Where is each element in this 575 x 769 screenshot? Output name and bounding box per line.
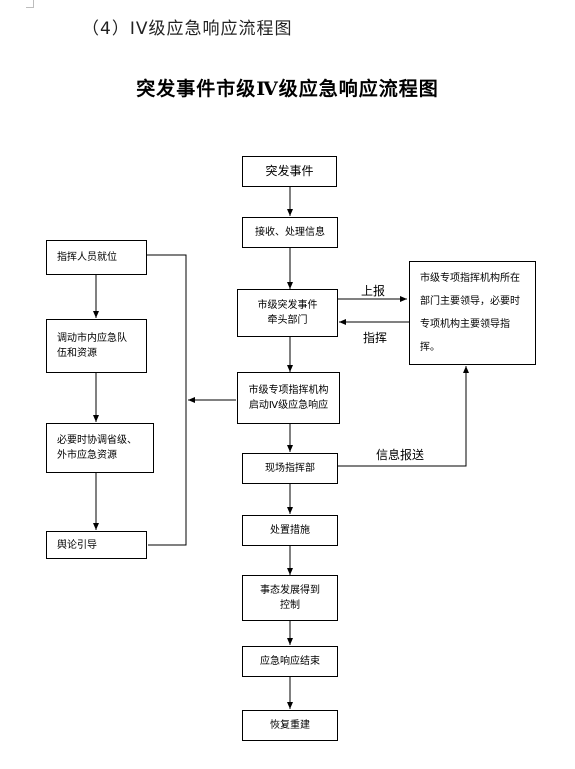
box-response-end: 应急响应结束 <box>242 646 338 677</box>
box-command-leadership: 市级专项指挥机构所在部门主要领导，必要时专项机构主要领导指挥。 <box>409 261 536 365</box>
box-controlled: 事态发展得到 控制 <box>242 575 338 621</box>
box-emergency-event: 突发事件 <box>242 156 337 187</box>
box-measures: 处置措施 <box>242 515 338 546</box>
box-command-launch: 市级专项指挥机构 启动Ⅳ级应急响应 <box>237 372 340 424</box>
box-commanders-in-place: 指挥人员就位 <box>46 240 147 275</box>
section-heading: （4）IV级应急响应流程图 <box>82 19 293 39</box>
diagram-title: 突发事件市级Ⅳ级应急响应流程图 <box>136 78 439 100</box>
box-recovery: 恢复重建 <box>242 710 338 741</box>
arrow-info-report <box>338 366 469 467</box>
box-dispatch-resources: 调动市内应急队 伍和资源 <box>46 319 147 373</box>
box-coordinate-resources: 必要时协调省级、 外市应急资源 <box>46 423 154 473</box>
label-report-up: 上报 <box>361 284 386 298</box>
box-public-opinion: 舆论引导 <box>46 531 147 559</box>
box-receive-process-info: 接收、处理信息 <box>242 217 338 248</box>
page-corner-mark <box>26 0 34 8</box>
box-field-command: 现场指挥部 <box>242 453 338 484</box>
label-info-report: 信息报送 <box>376 448 425 462</box>
label-command: 指挥 <box>363 331 388 345</box>
left-bracket-line <box>147 254 187 546</box>
box-lead-department: 市级突发事件 牵头部门 <box>237 289 338 337</box>
